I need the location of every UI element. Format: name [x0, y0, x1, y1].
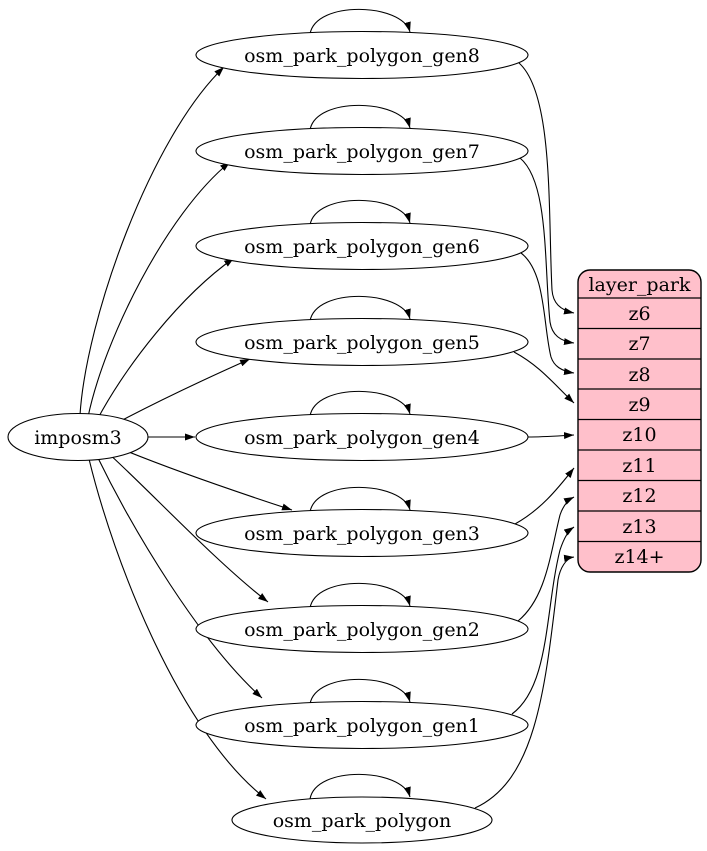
selfloop-gen3 [309, 486, 411, 513]
gen4-label: osm_park_polygon_gen4 [244, 427, 480, 449]
table-layer-park: layer_park z6 z7 z8 z9 z10 z11 z12 z13 z… [577, 269, 702, 573]
gen8-ellipse [195, 30, 529, 80]
row-z10: z10 [622, 424, 656, 446]
selfloop-gen5 [309, 295, 411, 322]
row-z14plus: z14+ [614, 546, 664, 568]
layer-park-body [577, 269, 702, 573]
edge-gen1-z13 [511, 526, 575, 715]
selfloop-gen2 [309, 582, 411, 609]
polygon-label: osm_park_polygon [273, 810, 452, 832]
row-z8: z8 [628, 364, 650, 386]
edge-gen5-z9 [513, 351, 575, 404]
selfloop-polygon [309, 773, 411, 800]
row-z6: z6 [628, 303, 650, 325]
node-osm-park-polygon-gen7: osm_park_polygon_gen7 [195, 126, 529, 176]
edge-gen4-z10 [527, 432, 575, 440]
gen1-ellipse [195, 700, 529, 750]
node-osm-park-polygon-gen8: osm_park_polygon_gen8 [195, 30, 529, 80]
node-osm-park-polygon-gen1: osm_park_polygon_gen1 [195, 700, 529, 750]
imposm3-ellipse [7, 412, 149, 462]
edge-gen7-z7 [519, 157, 575, 346]
edge-imposm3-gen2 [106, 451, 269, 603]
gen6-label: osm_park_polygon_gen6 [244, 236, 480, 258]
edge-imposm3-gen7 [87, 161, 231, 418]
gen8-label: osm_park_polygon_gen8 [244, 45, 480, 67]
node-osm-park-polygon-gen4: osm_park_polygon_gen4 [195, 412, 529, 462]
gen3-ellipse [195, 508, 529, 558]
selfloop-gen8 [309, 8, 411, 35]
gen2-label: osm_park_polygon_gen2 [244, 619, 480, 641]
gen3-label: osm_park_polygon_gen3 [244, 523, 480, 545]
polygon-ellipse [231, 796, 493, 844]
edge-imposm3-gen8 [79, 66, 225, 416]
edges-to-layer [474, 62, 575, 809]
edge-imposm3-gen3 [118, 447, 293, 511]
edges-imposm3 [79, 66, 293, 800]
gen1-label: osm_park_polygon_gen1 [244, 715, 480, 737]
edge-imposm3-polygon [88, 458, 267, 800]
selfloop-gen1 [309, 678, 411, 705]
layer-park-title: layer_park [588, 274, 691, 296]
row-z11: z11 [622, 455, 656, 477]
edge-gen8-z6 [518, 62, 575, 315]
edge-gen2-z12 [517, 496, 575, 622]
gen2-ellipse [195, 604, 529, 654]
gen7-label: osm_park_polygon_gen7 [244, 141, 480, 163]
edge-imposm3-gen5 [112, 358, 251, 426]
selfloop-gen7 [309, 104, 411, 131]
node-osm-park-polygon-gen3: osm_park_polygon_gen3 [195, 508, 529, 558]
edge-imposm3-gen6 [96, 257, 235, 421]
selfloop-gen6 [309, 199, 411, 226]
node-osm-park-polygon-gen2: osm_park_polygon_gen2 [195, 604, 529, 654]
gen5-ellipse [195, 317, 529, 367]
edge-gen6-z8 [520, 252, 575, 375]
imposm3-label: imposm3 [34, 427, 122, 449]
selfloop-gen4 [309, 390, 411, 417]
node-osm-park-polygon: osm_park_polygon [231, 796, 493, 844]
self-loops [309, 8, 411, 800]
row-z12: z12 [622, 485, 656, 507]
gen6-ellipse [195, 221, 529, 271]
edge-polygon-z14plus [474, 554, 575, 809]
gen5-label: osm_park_polygon_gen5 [244, 332, 480, 354]
edge-gen3-z11 [514, 467, 575, 525]
gen7-ellipse [195, 126, 529, 176]
node-osm-park-polygon-gen6: osm_park_polygon_gen6 [195, 221, 529, 271]
gen4-ellipse [195, 412, 529, 462]
row-z13: z13 [622, 516, 656, 538]
node-imposm3: imposm3 [7, 412, 149, 462]
row-z7: z7 [628, 333, 650, 355]
edge-imposm3-gen1 [96, 455, 263, 699]
row-z9: z9 [628, 394, 650, 416]
node-osm-park-polygon-gen5: osm_park_polygon_gen5 [195, 317, 529, 367]
